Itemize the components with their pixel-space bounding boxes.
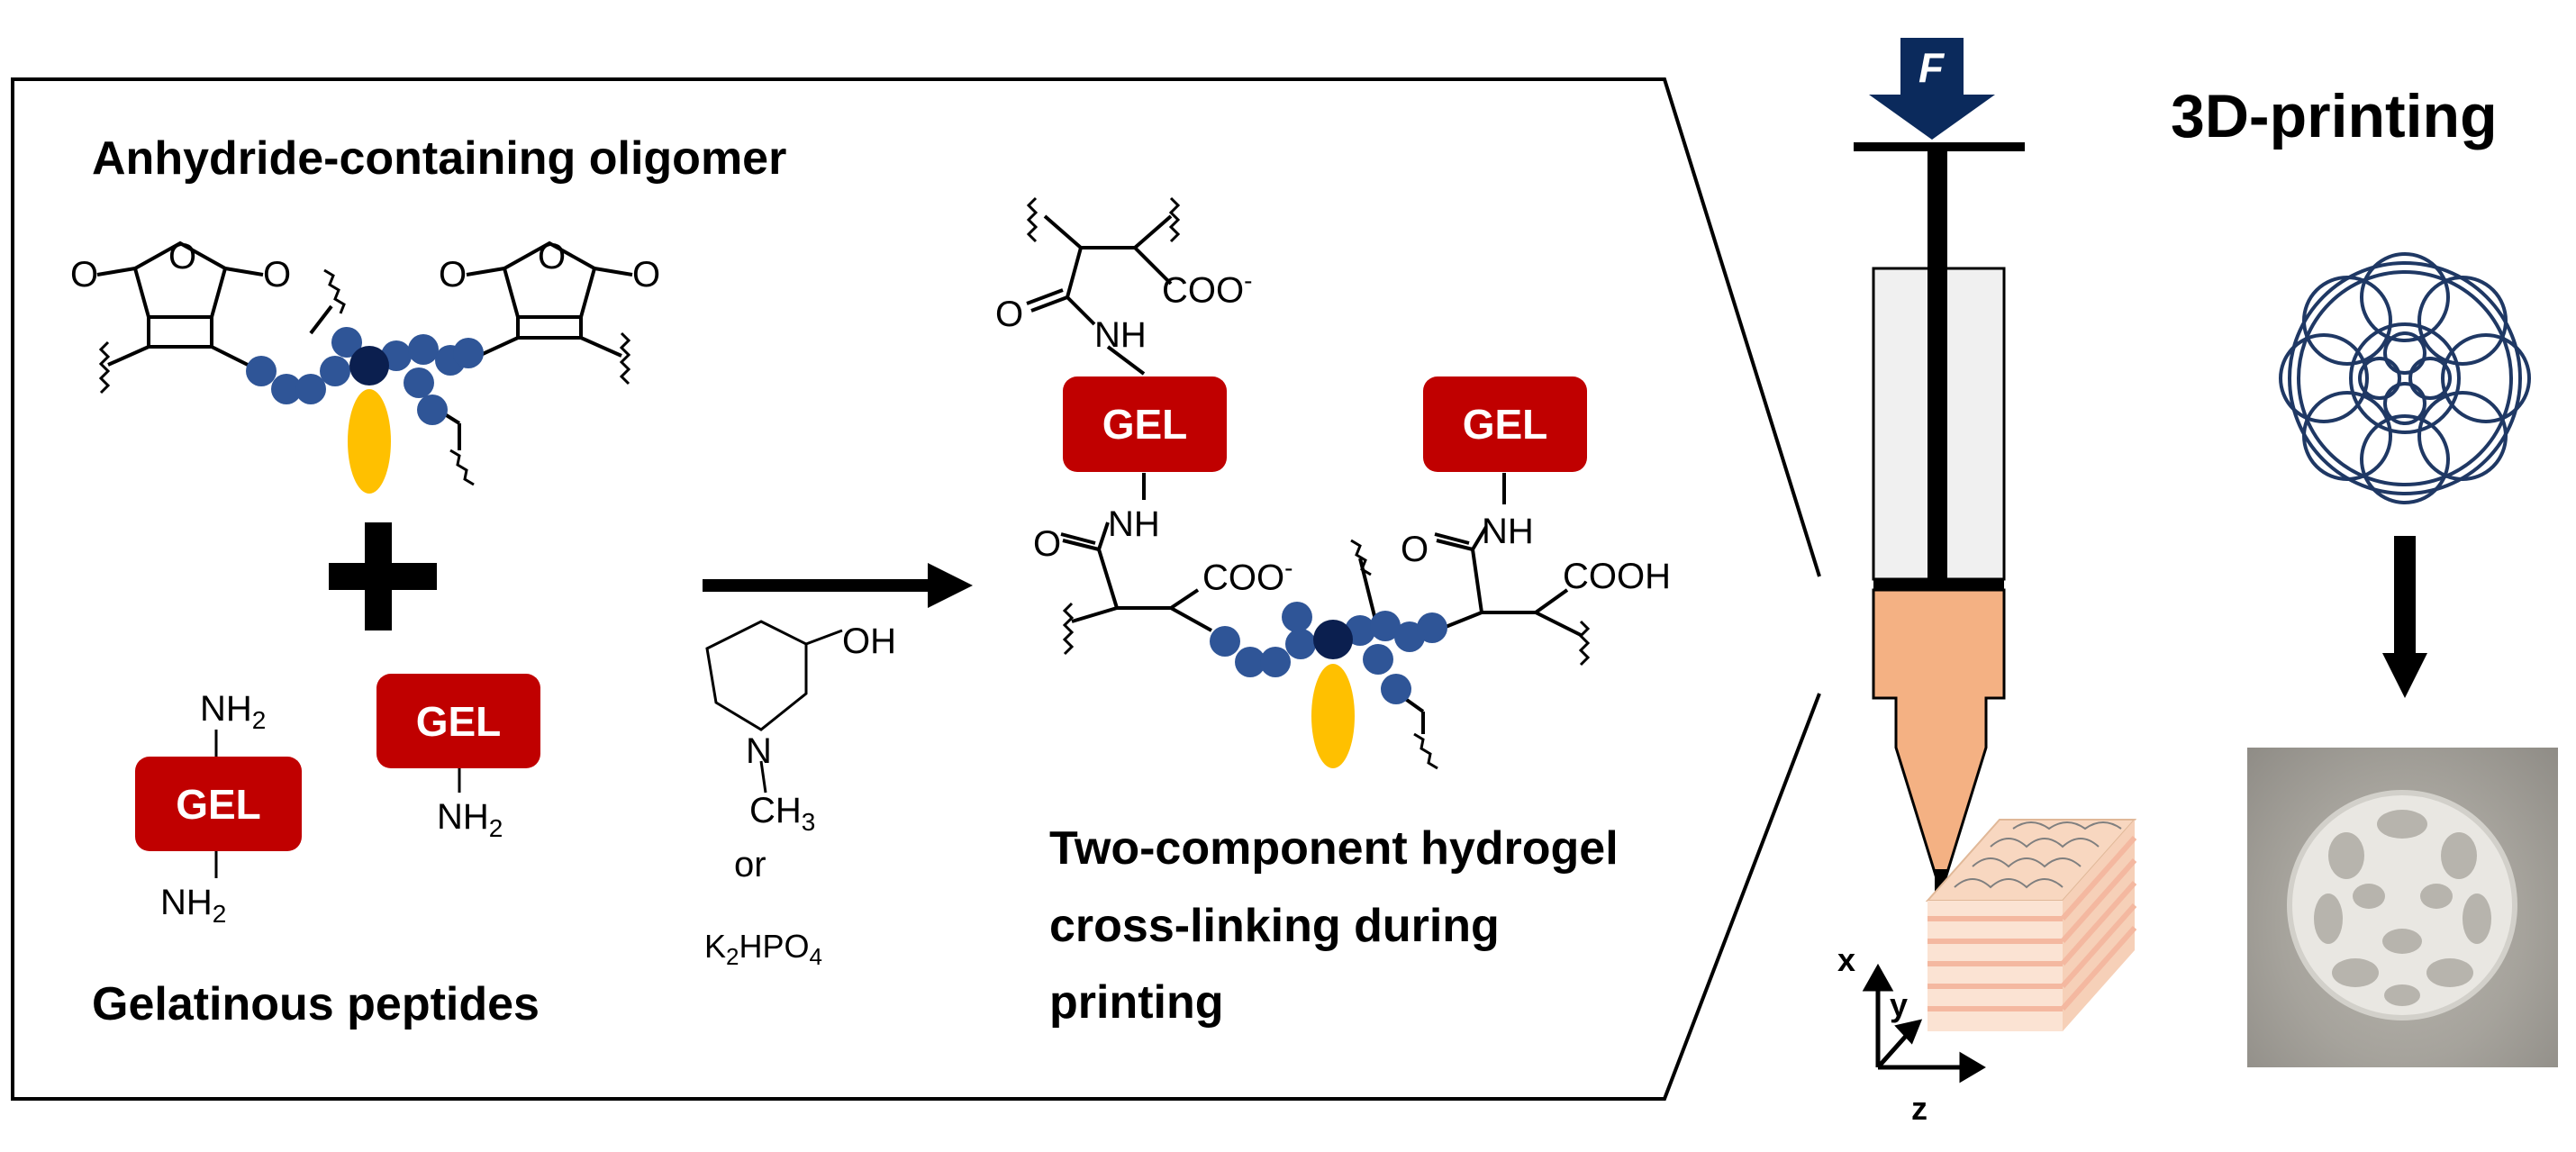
gel-block: GEL — [1423, 376, 1587, 472]
amine-label: NH2 — [200, 689, 267, 734]
axis-x-label: x — [1837, 941, 1856, 978]
printing-title: 3D-printing — [2171, 82, 2498, 150]
plunger-rod-front — [1927, 268, 1947, 579]
reaction-arrow — [703, 563, 973, 608]
methyl-label: CH3 — [749, 791, 816, 836]
peptide-bonds — [214, 730, 461, 878]
syringe-nozzle — [1872, 588, 2006, 880]
carboxylate-label: COO- — [1202, 554, 1293, 598]
oligomer-o-label: O — [439, 255, 467, 295]
chain-end-marks — [98, 268, 631, 486]
catalyst-structure — [705, 620, 843, 794]
product-core — [1313, 620, 1353, 659]
force-arrow — [1869, 38, 1995, 140]
nitrogen-label: N — [746, 731, 772, 771]
amide-nh-label: NH — [1108, 504, 1160, 544]
oligomer-o-label: O — [263, 255, 291, 295]
oxygen-label: O — [1033, 524, 1062, 564]
oxygen-label: O — [995, 295, 1024, 334]
amide-nh-label: NH — [1482, 512, 1534, 551]
force-label: F — [1918, 44, 1945, 91]
oligomer-o-label: O — [70, 255, 98, 295]
product-beads — [1210, 602, 1447, 704]
carboxylate-label: COO- — [1162, 267, 1253, 311]
or-label: or — [734, 845, 766, 884]
amine-label: NH2 — [437, 797, 503, 842]
anhydride-oligomer-structure — [96, 240, 633, 450]
oligomer-pendant — [348, 389, 391, 494]
oligomer-o-label: O — [632, 255, 660, 295]
reaction-panel-outline — [11, 77, 1821, 1101]
plunger-seal — [1873, 579, 2004, 590]
product-caption-line1: Two-component hydrogel — [1049, 822, 1619, 875]
plus-sign — [329, 522, 437, 630]
oligomer-o-label: O — [538, 237, 566, 277]
lattice-sphere-icon — [2279, 252, 2531, 504]
print-result-arrow — [2382, 536, 2427, 698]
amide-nh-label: NH — [1094, 315, 1147, 355]
product-caption-line3: printing — [1049, 976, 1224, 1029]
axis-z-label: z — [1911, 1090, 1927, 1127]
oxygen-label: O — [1401, 530, 1429, 569]
printed-layers-block — [1925, 819, 2137, 1031]
oligomer-title: Anhydride-containing oligomer — [92, 132, 787, 185]
phosphate-label: K2HPO4 — [704, 928, 822, 971]
product-caption-line2: cross-linking during — [1049, 900, 1500, 952]
peptides-title: Gelatinous peptides — [92, 978, 540, 1030]
oligomer-core — [349, 346, 389, 386]
product-chain-end-marks — [1026, 196, 1591, 770]
product-structure — [1026, 214, 1582, 734]
gel-block: GEL — [376, 674, 540, 768]
hydroxyl-label: OH — [842, 621, 896, 661]
oligomer-beads — [246, 327, 484, 425]
carboxylic-acid-label: COOH — [1563, 557, 1671, 596]
gel-block: GEL — [135, 757, 302, 851]
printed-object-photo — [2247, 748, 2558, 1067]
axes-indicator — [1862, 963, 1986, 1084]
printed-sphere-image — [2287, 790, 2517, 1020]
product-pendant — [1311, 664, 1355, 768]
oligomer-o-label: O — [168, 237, 196, 277]
amine-label: NH2 — [160, 883, 227, 928]
plunger-top-bar — [1854, 142, 2025, 151]
axis-y-label: y — [1890, 986, 1909, 1023]
gel-block: GEL — [1063, 376, 1227, 472]
